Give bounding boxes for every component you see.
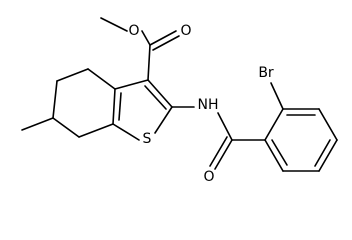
bond-c6-c7: [52, 117, 80, 138]
bond-s-c7a: [112, 123, 140, 141]
ester-o-double-label: O: [180, 23, 191, 39]
bond-ar6-ar1-b: [271, 139, 288, 166]
bond-o-carbonyl-c: [141, 30, 151, 46]
atom-labels: O O S NH O Br: [128, 23, 273, 185]
amide-nh-label: NH: [198, 97, 219, 113]
bond-c6-methyl: [21, 117, 54, 131]
bond-ar2-br: [270, 82, 284, 110]
amide-o-label: O: [203, 169, 214, 185]
bond-c5-c6: [52, 80, 58, 119]
bond-amide-c-o-a: [214, 139, 233, 170]
bonds: [21, 17, 338, 172]
bond-carbonyl-c-o-double-a: [149, 30, 177, 46]
bond-c7-c7a: [78, 123, 114, 138]
bromo-label: Br: [258, 65, 274, 81]
bond-c7a-c3a-a: [112, 88, 116, 125]
bond-c7a-c3a-b: [118, 92, 122, 121]
bond-ar4-ar5-b: [314, 139, 331, 167]
bond-ar1-ar2: [264, 108, 284, 141]
bond-amide-c-o-b: [209, 136, 228, 167]
bond-methyl-o: [100, 17, 128, 32]
bond-c3a-c4: [87, 68, 116, 90]
molecule-structure: O O S NH O Br: [21, 17, 338, 185]
bond-carbonyl-c-o-double-b: [152, 35, 180, 51]
bond-ar4-ar5-a: [318, 139, 338, 172]
bond-ar6-ar1-a: [264, 139, 284, 172]
bond-n-amide-c: [217, 112, 233, 141]
ester-o-single-label: O: [128, 23, 139, 39]
bond-c4-c5: [56, 68, 89, 82]
bond-carbonyl-c-c3: [147, 44, 151, 81]
bond-c3a-c3: [114, 79, 149, 90]
ring-s-label: S: [143, 131, 152, 147]
bond-c3-c2-a: [147, 79, 173, 108]
bond-ar3-ar4: [318, 108, 338, 141]
bond-c2-s: [154, 106, 173, 134]
structure-canvas: O O S NH O Br: [21, 17, 338, 185]
bond-c3-c2-b: [144, 85, 167, 110]
